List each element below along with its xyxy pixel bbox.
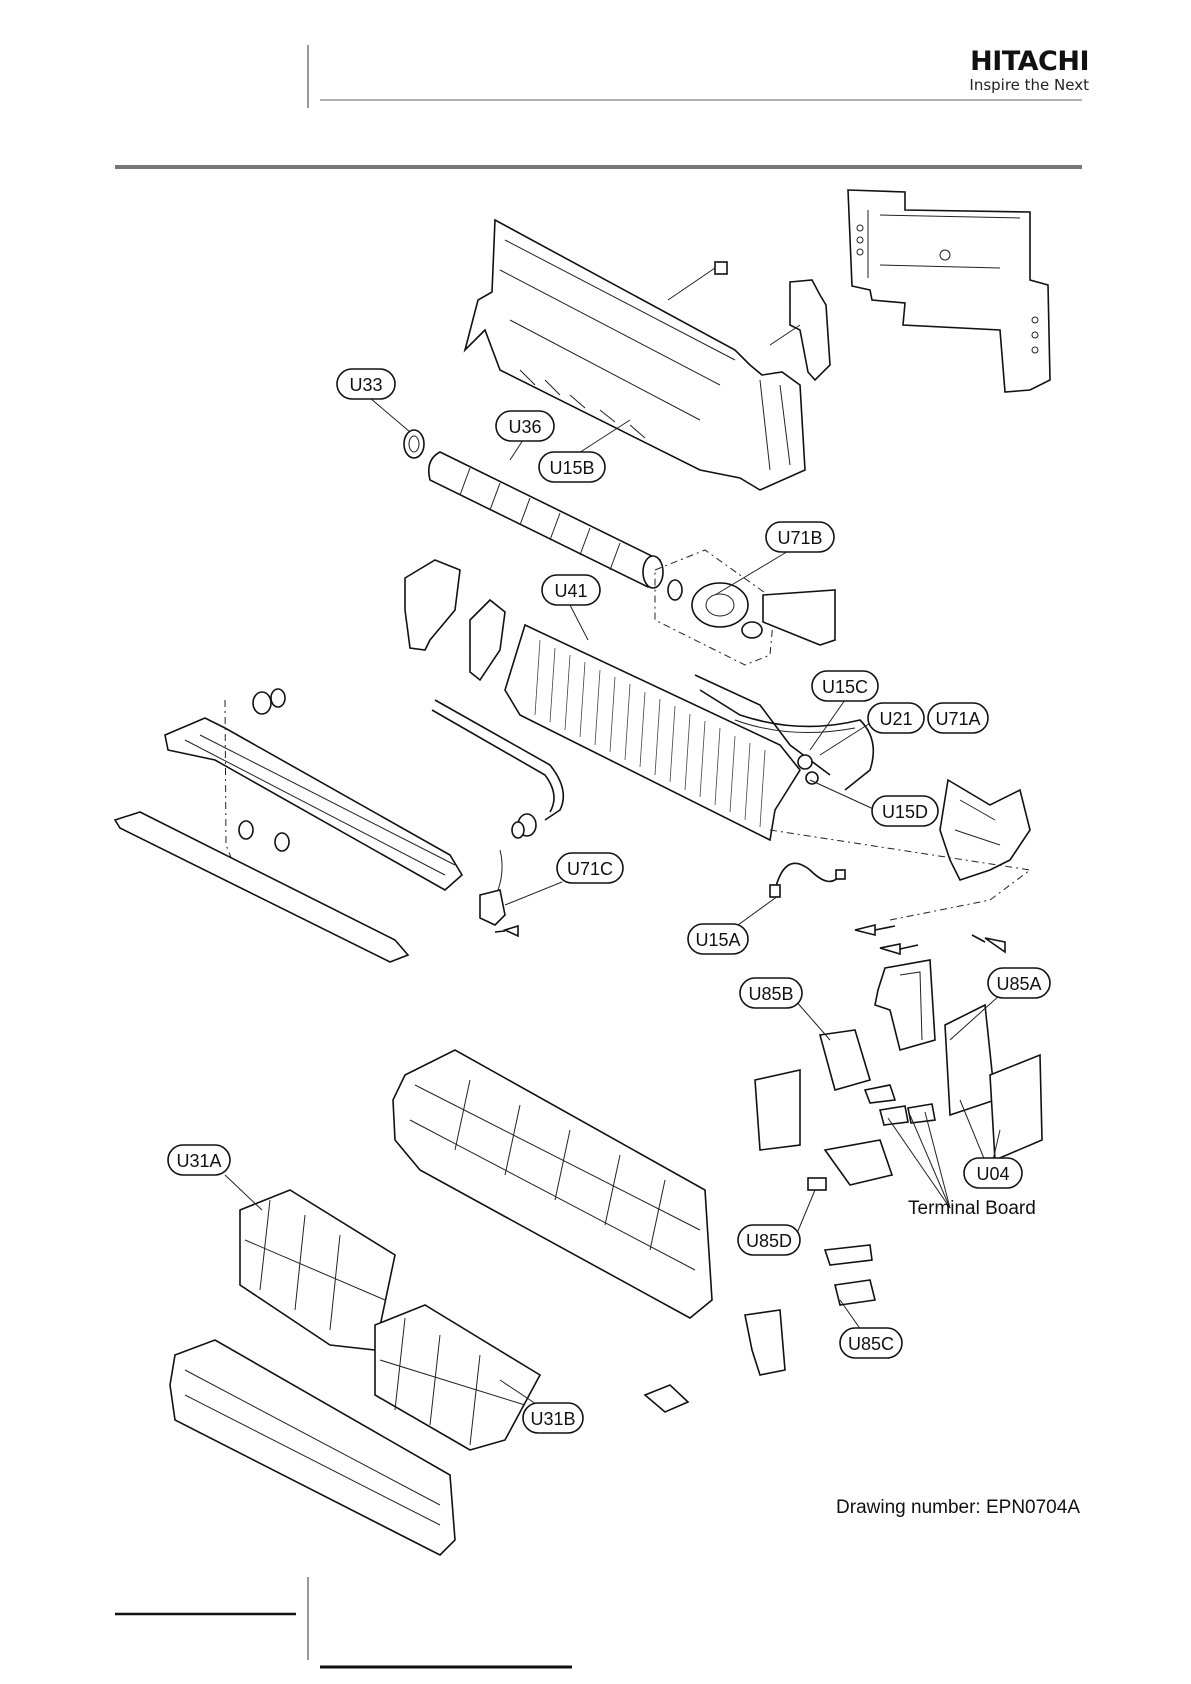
callout-u41: U41 [542,575,600,605]
callout-label: U31B [530,1409,575,1429]
assembly-guide-left [225,700,232,860]
callout-u71c: U71C [557,853,623,883]
front-panel-unit [393,1050,712,1318]
callout-label: U15B [549,458,594,478]
callout-u15c: U15C [812,671,878,701]
callout-u15d: U15D [872,796,938,826]
callout-label: U85D [746,1231,792,1251]
side-bracket [770,280,830,380]
thermistor [770,863,845,897]
screws [495,925,1005,954]
callout-u15b: U15B [539,452,605,482]
callout-u21: U21 [868,703,924,733]
callout-u04: U04 [964,1158,1022,1188]
callout-u36: U36 [496,411,554,441]
stepping-motor [480,850,505,925]
callout-label: U85A [996,974,1041,994]
callout-label: U15C [822,677,868,697]
callout-label: U71B [777,528,822,548]
callout-u31a: U31A [168,1145,230,1175]
right-side-cover [940,780,1030,880]
callout-label: U15D [882,802,928,822]
air-filter-right [375,1305,540,1450]
left-side-cover [405,560,505,680]
callout-u15a: U15A [688,924,748,954]
callout-u71b: U71B [766,522,834,552]
callout-label: U85C [848,1334,894,1354]
callout-u85c: U85C [840,1328,902,1358]
drawing-number: Drawing number: EPN0704A [836,1497,1080,1518]
callout-label: U33 [349,375,382,395]
fan-bushing [404,430,424,458]
callout-label: U31A [176,1151,221,1171]
callout-u85a: U85A [988,968,1050,998]
fan-motor [655,550,835,665]
callout-u71a: U71A [928,703,988,733]
callout-label: U21 [879,709,912,729]
rear-chassis [465,220,805,490]
air-filter-left [240,1190,395,1350]
callout-label: U04 [976,1164,1009,1184]
callout-label: U71C [567,859,613,879]
callout-label: U36 [508,417,541,437]
terminal-board-label: Terminal Board [908,1198,1036,1219]
callout-label: U41 [554,581,587,601]
callout-u31b: U31B [523,1403,583,1433]
mounting-plate [848,190,1050,392]
callout-label: U85B [748,984,793,1004]
callout-label: U15A [695,930,740,950]
heat-exchanger [505,625,800,840]
callout-u85d: U85D [738,1225,800,1255]
callout-u33: U33 [337,369,395,399]
callout-label: U71A [935,709,980,729]
callout-u85b: U85B [740,978,802,1008]
